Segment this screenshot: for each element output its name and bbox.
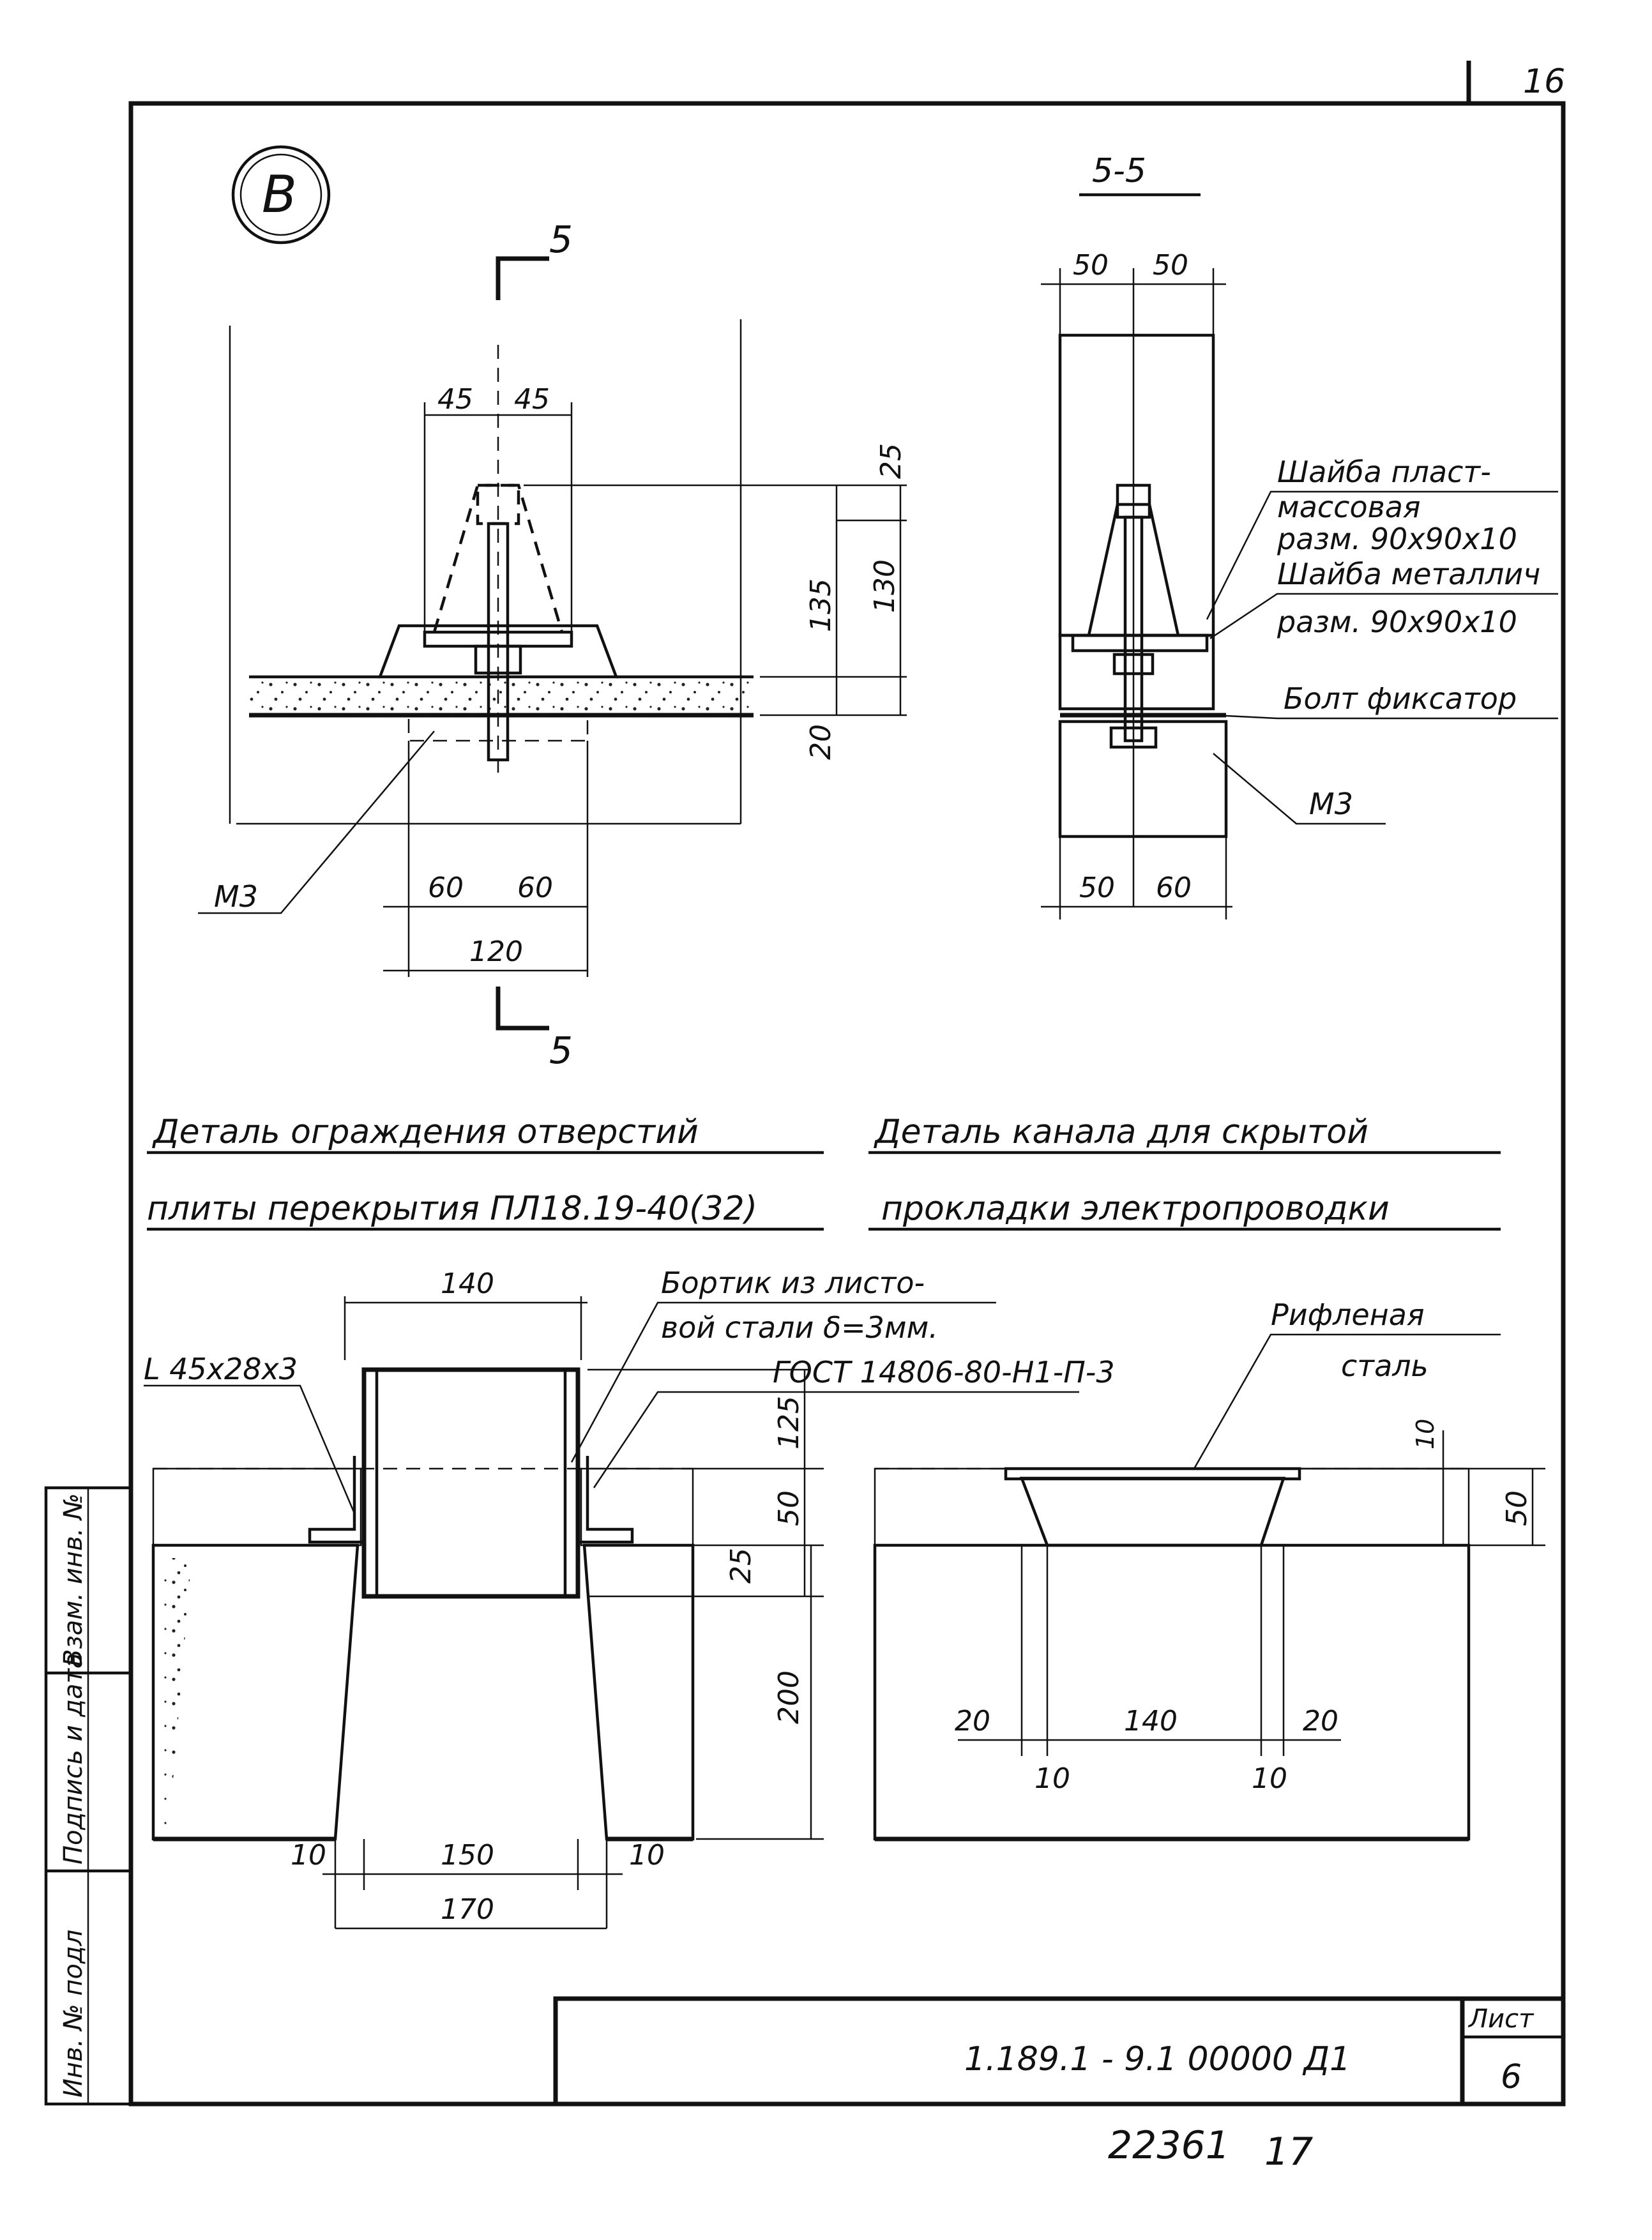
bolt-label: Болт фиксатор [1284, 681, 1517, 716]
side-stamp-col1: Инв. № подл [59, 1930, 88, 2098]
dim-b60b: 60 [517, 872, 553, 904]
side-stamp-col3: Взам. инв. № [59, 1493, 88, 1667]
dim-v50: 50 [773, 1490, 805, 1526]
washer-metal-l1: Шайба металлич [1277, 557, 1540, 591]
ribbed-l2: сталь [1341, 1349, 1428, 1383]
title-block: 1.189.1 - 9.1 00000 Д1 Лист 6 22361 17 [553, 1996, 1566, 2174]
dim-h135: 135 [805, 579, 837, 632]
detail-channel-caption: Деталь канала для скрытой прокладки элек… [868, 1113, 1501, 1231]
board-l1: Бортик из листо- [661, 1266, 925, 1300]
dim-v125: 125 [773, 1396, 805, 1449]
doc-code: 1.189.1 - 9.1 00000 Д1 [964, 2040, 1351, 2078]
bottom-stamp-2: 17 [1264, 2130, 1313, 2174]
dim-d20r: 20 [1303, 1705, 1338, 1737]
dim-v200: 200 [773, 1670, 805, 1724]
detail-channel: 20 140 20 10 10 10 50 Рифленая сталь [873, 1298, 1545, 1842]
angle-label: L 45x28x3 [144, 1352, 298, 1386]
dim-top140: 140 [441, 1268, 494, 1300]
sheet-label: Лист [1467, 2004, 1535, 2034]
washer-plastic-l1: Шайба пласт- [1277, 455, 1491, 489]
washer-metal-l2: разм. 90x90x10 [1277, 605, 1517, 639]
washer-plastic-l2: массовая [1277, 490, 1421, 524]
bottom-stamp: 22361 [1108, 2123, 1230, 2168]
washer-plastic-l3: разм. 90x90x10 [1277, 522, 1517, 556]
section-mark-bottom: 5 [549, 1029, 573, 1072]
dim-d50: 50 [1501, 1490, 1533, 1526]
dim-top-right: 45 [514, 383, 550, 416]
section-5-5: 5-5 50 50 50 60 Шайба пласт- массовая ра… [1041, 152, 1558, 919]
dim-b170: 170 [441, 1893, 494, 1926]
detail-marker: В [231, 145, 331, 245]
dim-t50b: 50 [1153, 249, 1188, 282]
dim-top-left: 45 [437, 383, 473, 416]
detail-marker-letter: В [262, 165, 297, 224]
dim-b10r: 10 [629, 1839, 665, 1872]
dim-d140: 140 [1124, 1705, 1178, 1737]
ribbed-l1: Рифленая [1271, 1298, 1425, 1332]
detail-opening: 140 125 50 25 200 10 150 10 170 L 45x28x… [144, 1266, 1115, 1930]
dim-d10r: 10 [1252, 1762, 1287, 1795]
section-mark-top: 5 [549, 218, 573, 261]
m3-label: М3 [214, 879, 258, 914]
dim-b150: 150 [441, 1839, 494, 1872]
dim-b60a: 60 [428, 872, 464, 904]
dim-h25: 25 [875, 443, 907, 479]
dim-t50a: 50 [1073, 249, 1109, 282]
sheet-number: 6 [1501, 2058, 1522, 2096]
side-stamp: Инв. № подл Подпись и дата Взам. инв. № [44, 1486, 133, 2106]
gost-label: ГОСТ 14806-80-Н1-П-3 [773, 1355, 1115, 1389]
dim-b50: 50 [1079, 872, 1115, 904]
caption-b-line2: плиты перекрытия ПЛ18.19-40(32) [147, 1190, 757, 1228]
dim-h130: 130 [868, 559, 901, 613]
dim-b10l: 10 [291, 1839, 326, 1872]
caption-channel-line1: Деталь канала для скрытой [874, 1113, 1368, 1151]
detail-b: В 5 5 45 45 [147, 145, 907, 1231]
page-number: 16 [1523, 63, 1565, 101]
dim-v25: 25 [725, 1548, 757, 1584]
dim-d10top: 10 [1411, 1419, 1439, 1449]
caption-b-line1: Деталь ограждения отверстий [152, 1113, 699, 1151]
sheet-frame: 16 [128, 61, 1566, 2107]
dim-h20: 20 [805, 724, 837, 760]
dim-d10l: 10 [1034, 1762, 1070, 1795]
side-stamp-col2: Подпись и дата [59, 1653, 88, 1865]
dim-d20l: 20 [955, 1705, 990, 1737]
dim-b120: 120 [469, 935, 523, 968]
section-title: 5-5 [1092, 152, 1146, 190]
dim-b60: 60 [1156, 872, 1192, 904]
caption-channel-line2: прокладки электропроводки [881, 1190, 1390, 1228]
board-l2: вой стали δ=3мм. [661, 1310, 938, 1345]
m3-section-label: М3 [1309, 787, 1353, 821]
